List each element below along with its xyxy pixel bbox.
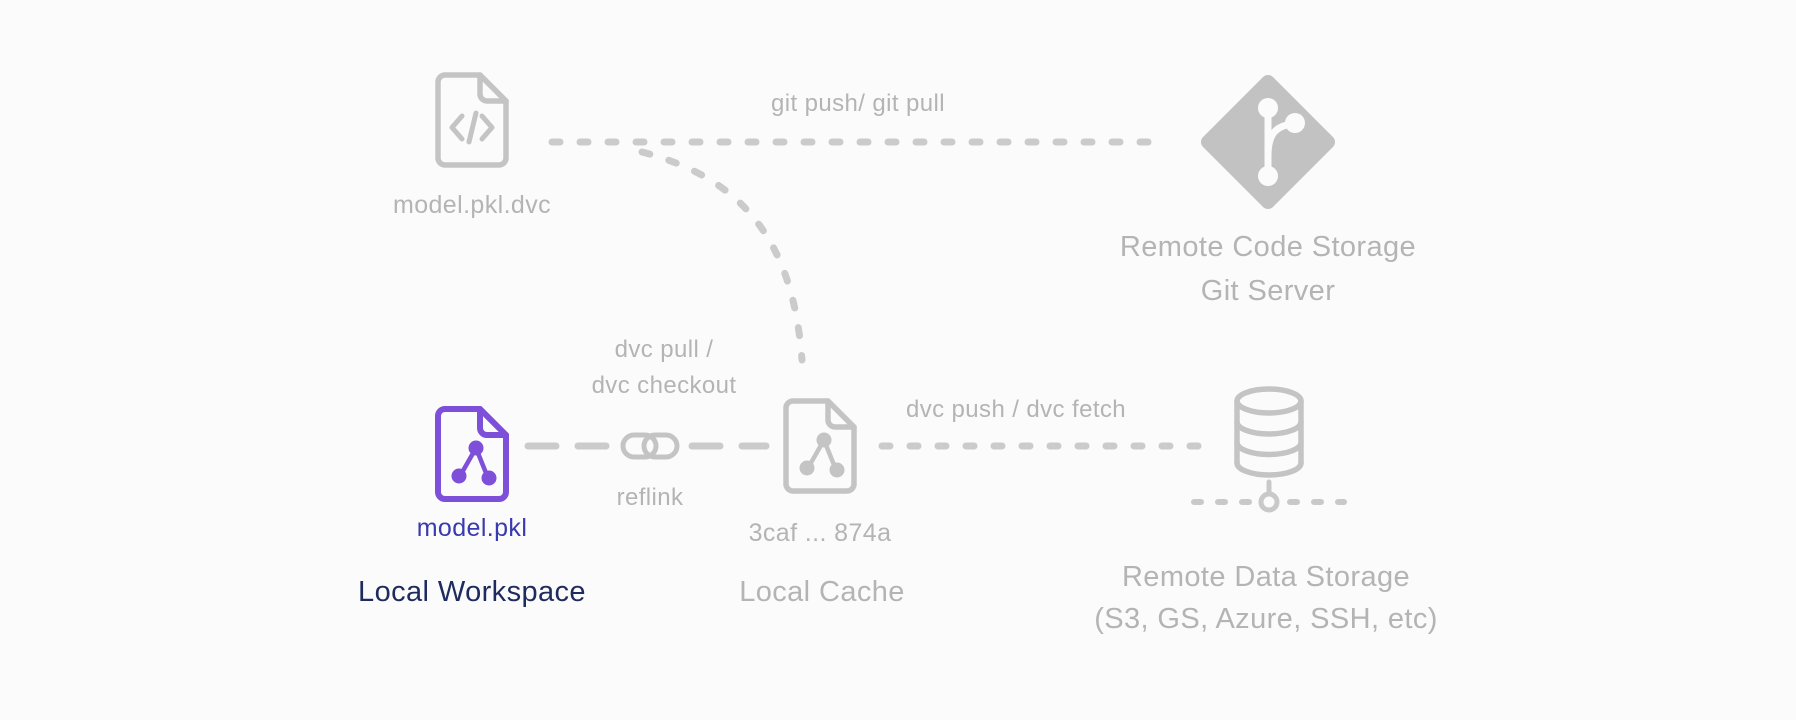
file-graph-icon [435, 406, 509, 502]
git-icon [1201, 75, 1335, 209]
workspace-file-label: model.pkl [416, 514, 528, 542]
dvc-sync-edge-label: dvc push / dvc fetch [905, 396, 1127, 423]
reflink-edge-label: reflink [616, 484, 684, 511]
workspace-title: Local Workspace [358, 576, 586, 608]
file-code-icon [435, 72, 509, 168]
remote-storage-bus-node [1258, 491, 1280, 513]
git-server-title-line2: Git Server [1200, 275, 1336, 307]
remote-storage-title-line2: (S3, GS, Azure, SSH, etc) [1094, 603, 1438, 635]
link-icon [620, 432, 680, 460]
file-graph-icon [783, 398, 857, 494]
database-icon [1234, 386, 1304, 478]
dvc-checkout-edge-label-line1: dvc pull / [614, 336, 714, 363]
remote-storage-title-line1: Remote Data Storage [1121, 561, 1411, 593]
git-server-title-line1: Remote Code Storage [1119, 231, 1417, 263]
edge-dvc-file-to-cache [638, 148, 806, 364]
dvc-file-label: model.pkl.dvc [392, 191, 552, 219]
cache-file-label: 3caf ... 874a [748, 519, 892, 547]
git-sync-edge-label: git push/ git pull [771, 90, 945, 117]
cache-title: Local Cache [739, 576, 905, 608]
dvc-checkout-edge-label-line2: dvc checkout [591, 372, 737, 399]
